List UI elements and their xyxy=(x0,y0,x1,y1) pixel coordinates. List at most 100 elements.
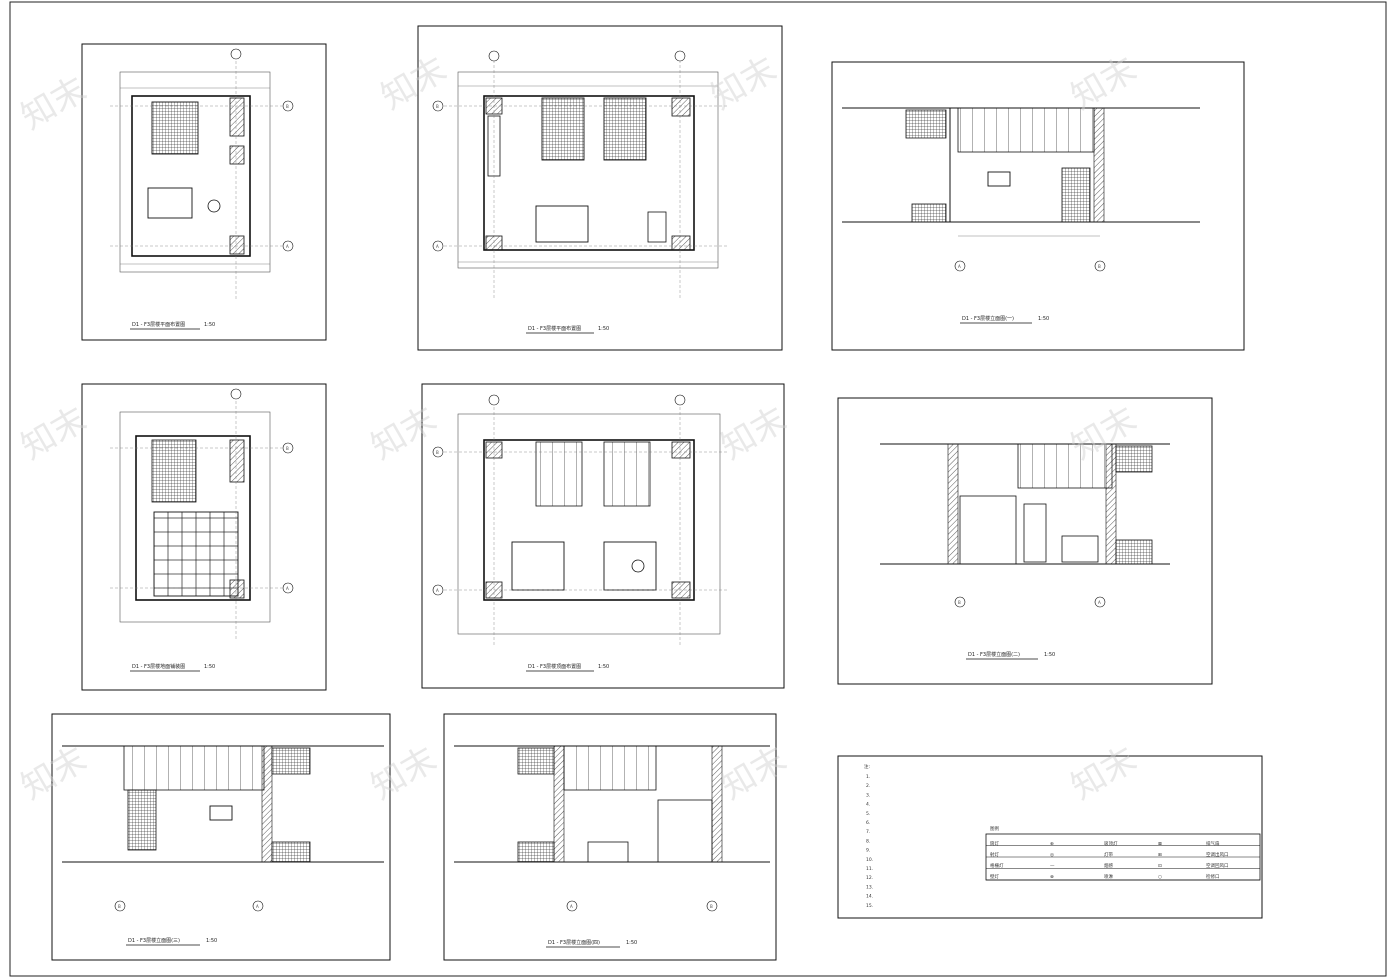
panel-frame xyxy=(421,383,785,689)
panel-elevation-2: B A D1 - F3层楼立面图(二) 1:50 xyxy=(837,397,1213,685)
storage-unit xyxy=(127,789,157,851)
wall-column xyxy=(671,235,691,251)
wall-column xyxy=(229,145,245,165)
dimension-frame xyxy=(457,413,721,635)
legend-cell: ○ xyxy=(1158,875,1162,880)
bed xyxy=(147,187,193,219)
sheet-border xyxy=(9,1,1387,977)
wall-section xyxy=(1105,443,1117,565)
panel-title: D1 - F3层楼顶面布置图 xyxy=(528,663,581,670)
svg-text:A: A xyxy=(286,244,289,249)
legend-cell: ◎ xyxy=(1050,853,1054,858)
panel-legend: 注: 1.2.3.4.5.6.7.8.9.10.11.12.13.14.15. … xyxy=(837,755,1263,919)
watermark: 知末 xyxy=(365,739,444,808)
panel-title: D1 - F3层楼立面图(三) xyxy=(128,937,180,944)
cabinet-lower xyxy=(517,841,555,863)
panel-scale: 1:50 xyxy=(204,664,215,670)
wall-section xyxy=(261,745,273,863)
dimension-frame xyxy=(457,71,719,269)
watermark: 知末 xyxy=(705,49,784,118)
legend-cell: 喷淋 xyxy=(1104,873,1113,880)
panel-elevation-4: A B D1 - F3层楼立面图(四) 1:50 xyxy=(443,713,777,961)
tv-panel xyxy=(209,805,233,821)
legend-cell: 排气扇 xyxy=(1206,840,1220,847)
wall-column xyxy=(671,441,691,459)
watermark: 知末 xyxy=(1065,739,1144,808)
legend-cell: 筒灯 xyxy=(990,840,999,847)
cabinet-upper xyxy=(517,747,555,775)
note-item: 8. xyxy=(866,838,870,844)
note-item: 13. xyxy=(866,884,873,890)
panel-scale: 1:50 xyxy=(204,322,215,328)
legend-cell: 空调出风口 xyxy=(1206,851,1229,858)
cabinet-lower xyxy=(1115,539,1153,565)
panel-scale: 1:50 xyxy=(598,664,609,670)
desk xyxy=(647,211,667,243)
legend-cell: ⊠ xyxy=(1158,842,1162,847)
ceiling-bath-left xyxy=(535,441,583,507)
ceiling-bath-right xyxy=(603,441,651,507)
legend-cell: ⊞ xyxy=(1158,853,1162,858)
note-item: 4. xyxy=(866,802,870,808)
legend-table-title: 图例 xyxy=(990,825,999,832)
panel-title: D1 - F3层楼地面铺装图 xyxy=(132,663,185,670)
panel-scale: 1:50 xyxy=(1044,652,1055,658)
wall-column xyxy=(671,97,691,117)
svg-text:B: B xyxy=(436,104,439,109)
ceiling-band xyxy=(1017,443,1113,489)
note-item: 3. xyxy=(866,792,870,798)
panel-frame xyxy=(837,755,1263,919)
cabinet-upper xyxy=(1115,445,1153,473)
wall-section xyxy=(711,745,723,863)
chair xyxy=(207,199,221,213)
svg-text:A: A xyxy=(286,586,289,591)
svg-text:A: A xyxy=(256,904,259,909)
panel-title: D1 - F3层楼平面布置图 xyxy=(132,321,185,328)
bathroom xyxy=(151,101,199,155)
wall-column xyxy=(229,235,245,255)
cabinet-upper xyxy=(905,109,947,139)
wall-section xyxy=(553,745,565,863)
cabinet-lower xyxy=(911,203,947,223)
legend-cell: 格栅灯 xyxy=(990,862,1004,869)
watermark: 知末 xyxy=(1065,49,1144,118)
room-outline xyxy=(483,439,695,601)
note-item: 6. xyxy=(866,820,870,826)
ceiling-band xyxy=(563,745,657,791)
wall-section xyxy=(947,443,959,565)
panel-frame xyxy=(837,397,1213,685)
notes-title: 注: xyxy=(864,763,870,770)
svg-text:B: B xyxy=(286,104,289,109)
svg-text:A: A xyxy=(570,904,573,909)
panel-elevation-1: A B D1 - F3层楼立面图(一) 1:50 xyxy=(831,61,1245,351)
svg-text:A: A xyxy=(958,264,961,269)
panel-title: D1 - F3层楼平面布置图 xyxy=(528,325,581,332)
panel-scale: 1:50 xyxy=(598,326,609,332)
ceiling-band xyxy=(123,745,265,791)
light-fixture xyxy=(631,559,645,573)
wall-column xyxy=(229,97,245,137)
bed xyxy=(535,205,589,243)
room-outline xyxy=(135,435,251,601)
wall-column xyxy=(229,579,245,599)
panel-title: D1 - F3层楼立面图(二) xyxy=(968,651,1020,658)
bath-wall xyxy=(959,495,1017,565)
ceiling-recess-left xyxy=(511,541,565,591)
svg-text:B: B xyxy=(958,600,961,605)
panel-frame xyxy=(81,43,327,341)
panel-frame xyxy=(51,713,391,961)
legend-cell: 空调回风口 xyxy=(1206,862,1229,869)
svg-text:A: A xyxy=(1098,600,1101,605)
legend-cell: 烟感 xyxy=(1104,862,1113,869)
svg-text:B: B xyxy=(286,446,289,451)
watermark: 知末 xyxy=(15,739,94,808)
legend-cell: — xyxy=(1050,864,1055,869)
room-outline xyxy=(483,95,695,251)
note-item: 10. xyxy=(866,857,873,863)
svg-text:B: B xyxy=(710,904,713,909)
bathroom-right xyxy=(603,97,647,161)
note-item: 14. xyxy=(866,894,873,900)
legend-cell: 吸顶灯 xyxy=(1104,840,1118,847)
panel-floor-plan-2: B A D1 - F3层楼平面布置图 1:50 xyxy=(417,25,783,351)
panel-frame xyxy=(81,383,327,691)
